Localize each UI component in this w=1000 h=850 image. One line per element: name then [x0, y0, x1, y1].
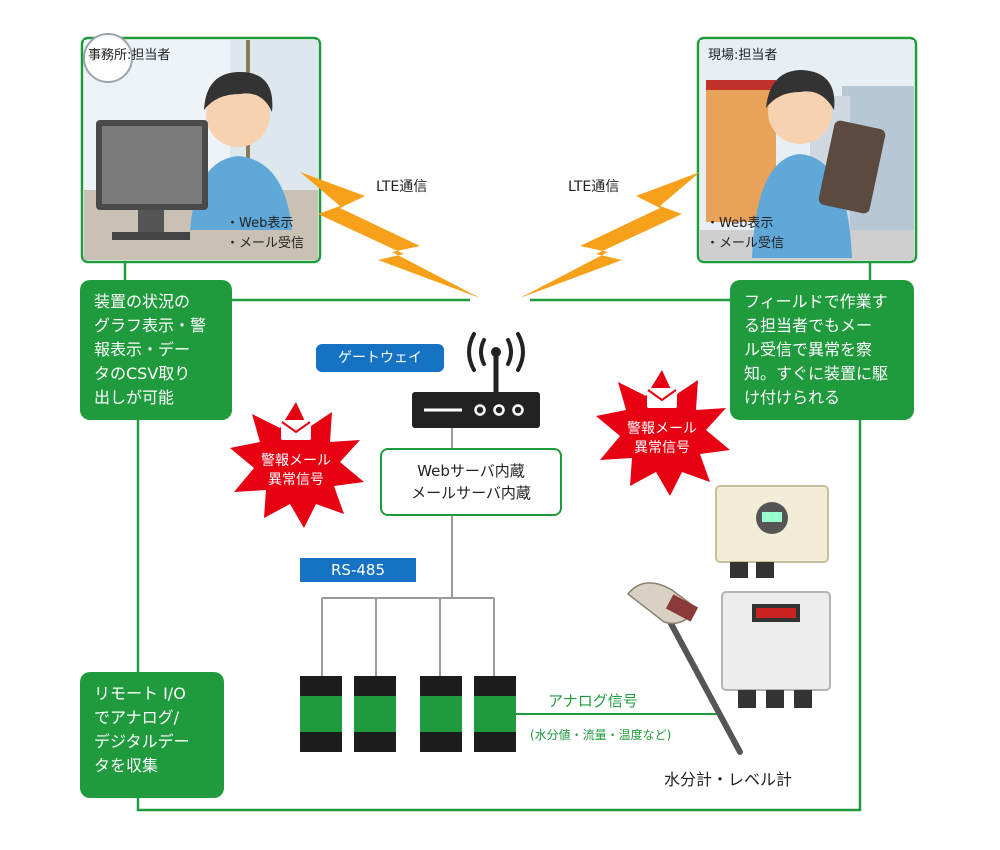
alert-burst-right [596, 370, 730, 496]
level-meter-device [721, 591, 831, 708]
callout-line: グラフ表示・警 [94, 316, 207, 335]
alert-burst-left [230, 402, 364, 528]
mail-icon [281, 420, 311, 440]
analog-examples-label: (水分値・流量・温度など) [530, 728, 672, 742]
callout-line: デジタルデー [94, 732, 190, 751]
field-callout: フィールドで作業す る担当者でもメー ル受信で異常を察 知。すぐに装置に駆 け付… [730, 280, 914, 420]
alert-line: 異常信号 [268, 472, 324, 488]
callout-line: け付けられる [744, 388, 841, 407]
gateway-label: ゲートウェイ [316, 344, 444, 372]
remote-io-module-4 [474, 676, 516, 752]
lte-label-right: LTE通信 [568, 179, 620, 195]
callout-line: る担当者でもメー [744, 316, 873, 335]
server-feature-web: Webサーバ内蔵 [417, 462, 525, 480]
field-bullet-mail: ・メール受信 [706, 236, 785, 251]
callout-line: 装置の状況の [94, 292, 191, 311]
gateway-device [412, 347, 540, 428]
office-callout: 装置の状況の グラフ表示・警 報表示・デー タのCSV取り 出しが可能 [80, 280, 232, 420]
alert-left-text: 警報メール 異常信号 [246, 452, 346, 490]
remote-io-callout: リモート I/O でアナログ/ デジタルデー タを収集 [80, 672, 224, 798]
server-feature-mail: メールサーバ内蔵 [411, 484, 531, 502]
lte-lightning-left-icon [300, 172, 480, 298]
level-probe-device [626, 582, 743, 755]
meters-label: 水分計・レベル計 [664, 770, 793, 789]
office-role-label: 事務所:担当者 [88, 48, 171, 63]
alert-line: 警報メール [261, 453, 331, 469]
callout-line: 知。すぐに装置に駆 [744, 364, 889, 383]
field-bullet-web: ・Web表示 [706, 216, 774, 231]
remote-io-module-3 [420, 676, 462, 752]
callout-line: リモート I/O [94, 684, 186, 703]
antenna-signal-icon [467, 332, 525, 372]
server-features-box: Webサーバ内蔵 メールサーバ内蔵 [380, 448, 562, 516]
rs485-label: RS-485 [300, 558, 416, 582]
remote-io-module-2 [354, 676, 396, 752]
lte-lightning-right-icon [520, 172, 700, 298]
callout-line: 報表示・デー [94, 340, 191, 359]
callout-line: タを収集 [94, 756, 159, 775]
office-bullet-web: ・Web表示 [226, 216, 294, 231]
callout-line: 出しが可能 [94, 388, 175, 407]
callout-line: ル受信で異常を察 [744, 340, 873, 359]
office-bullet-mail: ・メール受信 [226, 236, 305, 251]
alert-right-text: 警報メール 異常信号 [612, 420, 712, 458]
field-role-label: 現場:担当者 [708, 48, 778, 63]
office-illustration [80, 33, 322, 264]
callout-line: でアナログ/ [94, 708, 180, 727]
callout-line: タのCSV取り [94, 364, 191, 383]
remote-io-module-1 [300, 676, 342, 752]
alert-line: 警報メール [627, 421, 697, 437]
mail-icon [647, 388, 677, 408]
alert-line: 異常信号 [634, 440, 690, 456]
field-illustration [696, 36, 918, 264]
moisture-meter-device [715, 485, 829, 578]
analog-signal-label: アナログ信号 [548, 692, 638, 710]
callout-line: フィールドで作業す [744, 292, 888, 311]
lte-label-left: LTE通信 [376, 179, 428, 195]
network-frame [136, 300, 862, 812]
